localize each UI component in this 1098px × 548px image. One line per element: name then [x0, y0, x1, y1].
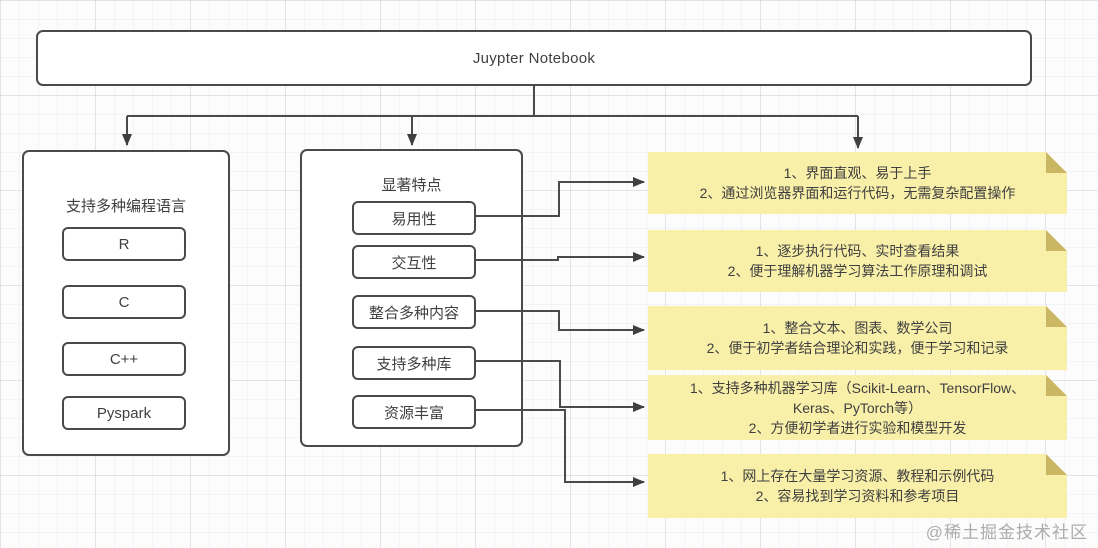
languages-panel: 支持多种编程语言 R C C++ Pyspark [22, 150, 230, 456]
fold-corner-icon [1046, 375, 1067, 396]
features-panel: 显著特点 易用性 交互性 整合多种内容 支持多种库 资源丰富 [300, 149, 523, 447]
note-line: 2、便于初学者结合理论和实践，便于学习和记录 [706, 340, 1009, 356]
note-ease-of-use: 1、界面直观、易于上手 2、通过浏览器界面和运行代码，无需复杂配置操作 [648, 152, 1067, 214]
lang-r: R [62, 227, 186, 261]
note-line: 2、便于理解机器学习算法工作原理和调试 [727, 263, 988, 279]
feature-integrate-content: 整合多种内容 [352, 295, 476, 329]
feature-ease-of-use: 易用性 [352, 201, 476, 235]
lang-pyspark: Pyspark [62, 396, 186, 430]
feature-interactivity: 交互性 [352, 245, 476, 279]
languages-panel-title: 支持多种编程语言 [65, 198, 186, 215]
note-line: 1、支持多种机器学习库（Scikit-Learn、TensorFlow、 [689, 379, 1026, 396]
lang-cpp: C++ [62, 342, 186, 376]
note-line: 1、逐步执行代码、实时查看结果 [755, 243, 960, 259]
note-interactivity: 1、逐步执行代码、实时查看结果 2、便于理解机器学习算法工作原理和调试 [648, 230, 1067, 292]
node-jupyter-notebook: Juypter Notebook [36, 30, 1032, 86]
note-line: 2、容易找到学习资料和参考项目 [755, 488, 960, 504]
note-multiple-libraries: 1、支持多种机器学习库（Scikit-Learn、TensorFlow、 Ker… [648, 375, 1067, 440]
note-line: 1、网上存在大量学习资源、教程和示例代码 [720, 468, 995, 484]
note-rich-resources: 1、网上存在大量学习资源、教程和示例代码 2、容易找到学习资料和参考项目 [648, 454, 1067, 518]
lang-c: C [62, 285, 186, 319]
note-line: 2、通过浏览器界面和运行代码，无需复杂配置操作 [699, 185, 1016, 201]
fold-corner-icon [1046, 230, 1067, 251]
note-line: 2、方便初学者进行实验和模型开发 [748, 419, 967, 436]
juejin-watermark: @稀土掘金技术社区 [925, 523, 1088, 542]
root-node-title: Juypter Notebook [472, 49, 596, 67]
fold-corner-icon [1046, 152, 1067, 173]
feature-rich-resources: 资源丰富 [352, 395, 476, 429]
features-panel-title: 显著特点 [381, 177, 442, 194]
fold-corner-icon [1046, 306, 1067, 327]
note-integrate-content: 1、整合文本、图表、数学公司 2、便于初学者结合理论和实践，便于学习和记录 [648, 306, 1067, 370]
note-line: 1、界面直观、易于上手 [783, 165, 932, 181]
note-line: Keras、PyTorch等） [792, 399, 923, 416]
note-line: 1、整合文本、图表、数学公司 [762, 320, 953, 336]
feature-multiple-libraries: 支持多种库 [352, 346, 476, 380]
fold-corner-icon [1046, 454, 1067, 475]
